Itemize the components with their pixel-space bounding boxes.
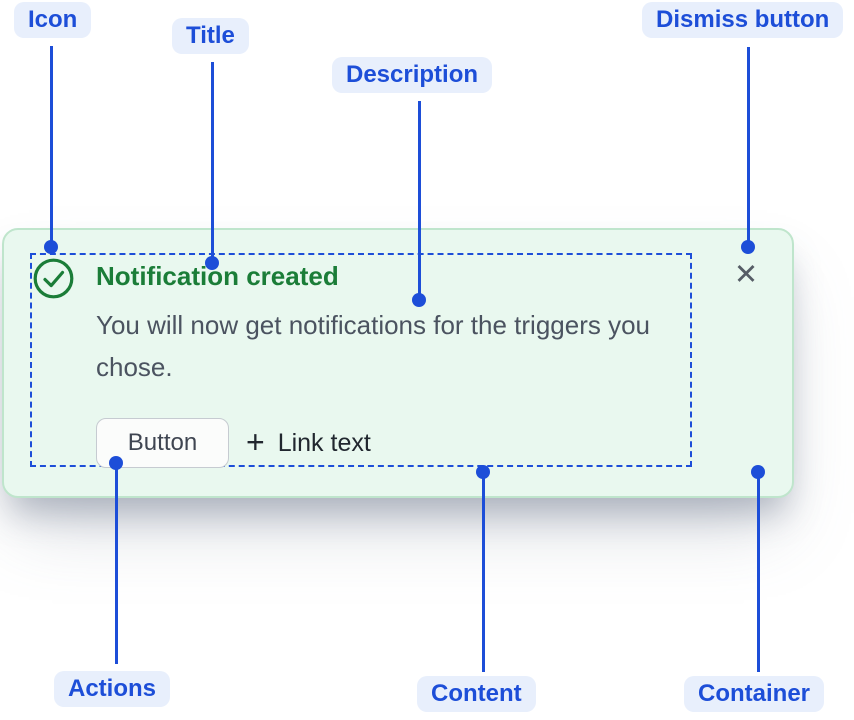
connector-line-actions [109, 456, 123, 664]
link-label: Link text [277, 428, 371, 457]
connector-dot [412, 293, 426, 307]
annotation-label-container: Container [684, 676, 825, 712]
annotation-label-title: Title [172, 18, 249, 54]
check-circle-icon [33, 258, 74, 299]
connector-dot [205, 256, 219, 270]
connector-line-content [476, 465, 490, 672]
connector-line-dismiss [741, 47, 755, 254]
connector-dot [751, 465, 765, 479]
connector-line-container [751, 465, 765, 672]
annotation-label-description: Description [332, 57, 493, 93]
dismiss-button[interactable]: ✕ [726, 254, 766, 294]
annotation-label-content: Content [417, 676, 536, 712]
connector-dot [44, 240, 58, 254]
annotation-label-actions: Actions [54, 671, 171, 707]
connector-dot [741, 240, 755, 254]
connector-dot [109, 456, 123, 470]
connector-line-description [412, 101, 426, 307]
link-action[interactable]: + Link text [246, 418, 371, 468]
annotation-label-dismiss-button: Dismiss button [642, 2, 844, 38]
connector-line-icon [44, 46, 58, 254]
close-icon: ✕ [733, 257, 759, 291]
connector-dot [476, 465, 490, 479]
notification-description: You will now get notifications for the t… [96, 310, 651, 382]
content-area-outline [30, 253, 692, 467]
notification-container: Notification created You will now get no… [2, 228, 794, 498]
action-button[interactable]: Button [96, 418, 229, 468]
connector-line-title [205, 62, 219, 270]
annotation-label-icon: Icon [14, 2, 92, 38]
plus-icon: + [246, 424, 265, 460]
